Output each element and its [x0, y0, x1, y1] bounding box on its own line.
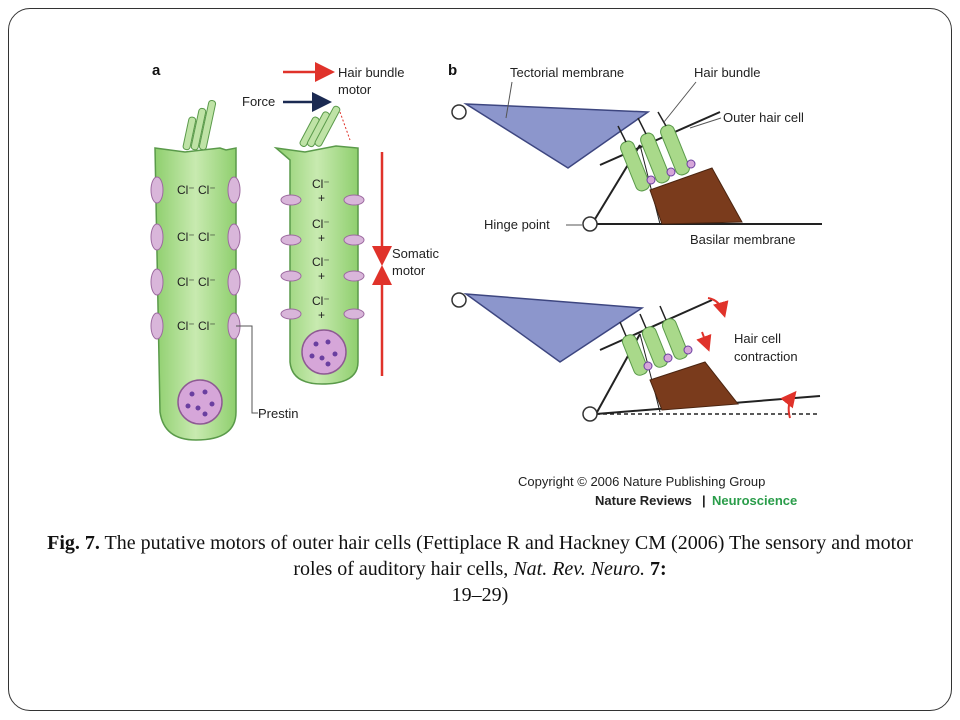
chloride-ion: Cl⁻	[312, 294, 330, 308]
panel-a-label: a	[152, 62, 161, 79]
figure-caption: Fig. 7. The putative motors of outer hai…	[40, 530, 920, 608]
panel-b-label: b	[448, 62, 457, 79]
tectorial-membrane	[463, 103, 651, 169]
chloride-ion: Cl⁻	[312, 217, 330, 231]
outer-hair-cells-contracted	[621, 318, 693, 376]
legend-motor: motor	[338, 82, 372, 97]
plus-charge: +	[318, 308, 325, 322]
prestin-motors-left	[150, 176, 241, 340]
tectorial-membrane	[463, 293, 645, 363]
force-label: Force	[242, 94, 275, 109]
tectorial-rotation-arrow	[707, 297, 729, 318]
hinge-circle	[582, 216, 598, 232]
bundle-motion-hint	[339, 111, 351, 141]
chloride-pair: Cl⁻ Cl⁻	[177, 183, 216, 197]
journal-separator: |	[702, 493, 706, 508]
cochlear-model-resting	[451, 103, 822, 232]
hair-cell-contraction-label-1: Hair cell	[734, 331, 781, 346]
hinge-point-label: Hinge point	[484, 217, 550, 232]
tectorial-membrane-label: Tectorial membrane	[510, 65, 624, 80]
supporting-cell	[649, 361, 739, 411]
chloride-pair: Cl⁻ Cl⁻	[177, 275, 216, 289]
outer-hair-cell-resting: Cl⁻ Cl⁻ Cl⁻ Cl⁻ Cl⁻ Cl⁻ Cl⁻ Cl⁻	[150, 99, 241, 441]
caption-volume: 7:	[649, 558, 667, 580]
hair-bundle-leader	[663, 81, 697, 123]
somatic-motor-label: motor	[392, 263, 426, 278]
plus-charge: +	[318, 191, 325, 205]
caption-pages: 19–29)	[451, 584, 509, 606]
journal-section: Neuroscience	[712, 493, 797, 508]
plus-charge: +	[318, 231, 325, 245]
prestin-label: Prestin	[258, 406, 298, 421]
chloride-ion: Cl⁻	[312, 177, 330, 191]
caption-journal: Nat. Rev. Neuro.	[513, 558, 645, 580]
caption-text: The putative motors of outer hair cells …	[104, 532, 913, 580]
tectorial-leader	[505, 81, 513, 119]
somatic-label: Somatic	[392, 246, 439, 261]
contraction-arrow	[696, 331, 712, 352]
prestin-leader	[236, 325, 258, 414]
outer-hair-cell-leader	[689, 117, 722, 129]
hair-bundle-label: Hair bundle	[694, 65, 761, 80]
outer-hair-cells	[620, 124, 696, 192]
chloride-pair: Cl⁻ Cl⁻	[177, 319, 216, 333]
hair-cell-contraction-label-2: contraction	[734, 349, 798, 364]
cochlear-model-contracted	[451, 292, 821, 422]
outer-hair-cell-label: Outer hair cell	[723, 110, 804, 125]
chloride-ion: Cl⁻	[312, 255, 330, 269]
plus-charge: +	[318, 269, 325, 283]
legend-hair-bundle: Hair bundle	[338, 65, 405, 80]
outer-hair-cell-contracted: Cl⁻ + Cl⁻ + Cl⁻ + Cl⁻ +	[273, 105, 365, 385]
figure-number: Fig. 7.	[47, 532, 100, 554]
basilar-rotation-arrow	[780, 390, 797, 419]
journal-name: Nature Reviews	[595, 493, 692, 508]
basilar-membrane-label: Basilar membrane	[690, 232, 796, 247]
copyright-text: Copyright © 2006 Nature Publishing Group	[518, 474, 765, 489]
hinge-circle	[582, 406, 598, 422]
nucleus	[177, 379, 223, 425]
nucleus	[301, 329, 347, 375]
supporting-cell	[649, 167, 743, 225]
prestin-motors-right	[280, 194, 365, 320]
chloride-pair: Cl⁻ Cl⁻	[177, 230, 216, 244]
